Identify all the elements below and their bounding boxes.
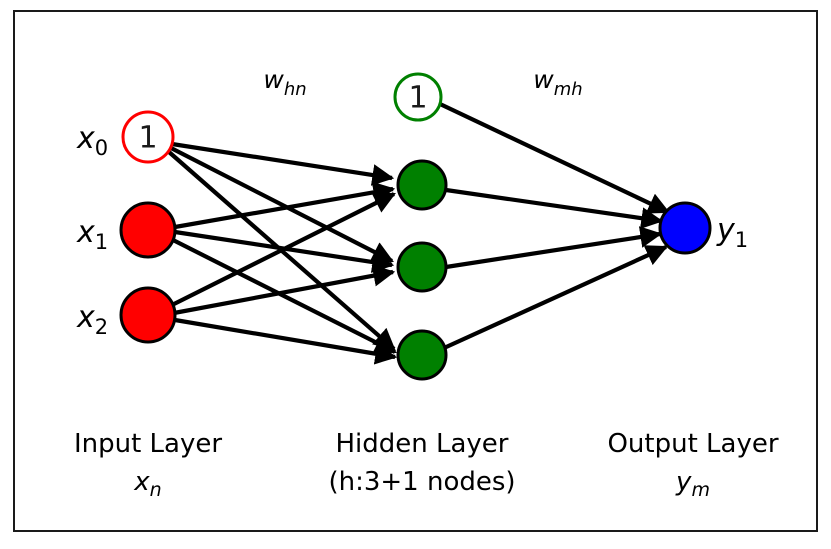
hidden-layer-group: 1 [393,72,448,381]
edge-h2-y1 [445,226,663,270]
caption-input-sub-var: x [133,467,150,497]
edge-x1-h1 [174,181,396,230]
caption-hidden-layer-detail: (h:3+1 nodes) [328,467,515,497]
node-hidden-3[interactable] [396,329,448,381]
weight-label-hn: whn [263,65,306,100]
label-x0-idx: 0 [95,136,108,160]
caption-output-layer: Output Layer [607,429,778,459]
layer-captions: Input Layer xn Hidden Layer (h:3+1 nodes… [74,429,779,501]
caption-output-sub-var: y [675,467,692,497]
node-hidden-2[interactable] [396,241,448,293]
node-x1[interactable] [119,201,177,259]
caption-input-layer: Input Layer [74,429,222,459]
node-hidden-1[interactable] [396,159,448,211]
edge-x2-h2 [173,264,396,316]
caption-input-sub-idx: n [150,479,162,501]
edge-x1-h3 [172,238,397,354]
label-x1: x1 [76,215,108,254]
edge-x0-h2 [170,146,394,263]
node-x0-bias[interactable] [121,110,175,164]
weight-labels: whn wmh [263,65,582,100]
input-node-labels: x0 x1 x2 [76,121,108,339]
edge-x2-h3 [174,317,398,365]
caption-input-sub: xn [133,467,161,501]
label-y1-var: y [716,213,736,248]
label-x2: x2 [76,300,108,339]
node-hidden-bias-value: 1 [408,81,427,116]
label-x1-var: x [76,215,95,250]
caption-output-sub-idx: m [691,479,710,501]
edges-hidden-to-output [439,102,670,350]
node-x2[interactable] [119,286,177,344]
input-layer-group: 1 [119,110,177,344]
edge-x2-h1 [171,192,396,307]
node-hidden-bias[interactable] [393,72,443,122]
edges-input-to-hidden [167,141,398,365]
label-x2-var: x [76,300,95,335]
edge-h3-y1 [443,245,668,350]
label-x2-idx: 2 [95,315,108,339]
caption-hidden-layer: Hidden Layer [335,429,508,459]
weight-label-mh: wmh [533,65,582,100]
output-layer-group: y1 [658,201,748,255]
label-x0-var: x [76,121,95,156]
edge-x0-h1 [171,141,395,186]
label-x0: x0 [76,121,108,160]
caption-output-sub: ym [675,467,710,501]
node-x0-value: 1 [138,121,157,156]
label-y1: y1 [716,213,748,252]
edge-hbias-y1 [439,102,670,214]
weight-hn-var: w [263,65,284,94]
weight-hn-sub: hn [284,79,307,100]
edge-h1-y1 [445,187,664,230]
weight-mh-sub: mh [554,79,583,100]
node-output-y1[interactable] [658,201,712,255]
label-x1-idx: 1 [95,230,108,254]
label-y1-idx: 1 [735,228,748,252]
weight-mh-var: w [533,65,554,94]
